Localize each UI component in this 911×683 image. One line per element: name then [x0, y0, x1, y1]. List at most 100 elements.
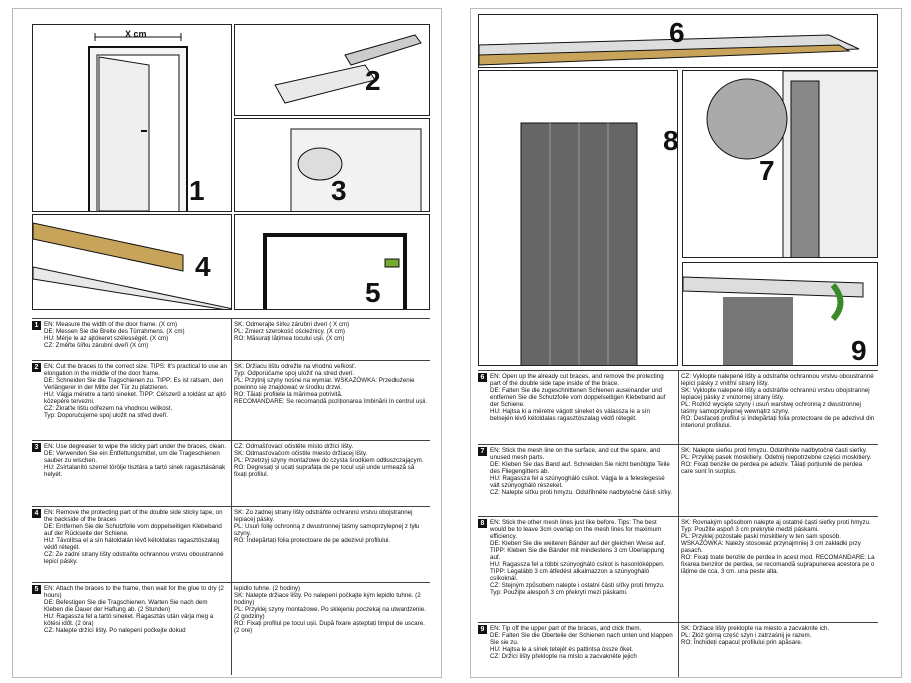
- translation-line: SK: Držiace lišty preklopte na miesto a …: [681, 625, 830, 632]
- figure-number: 2: [365, 65, 381, 96]
- translation-line: SK: Zo zadnej strany lišty odstráňte och…: [234, 509, 413, 523]
- figure-number: 7: [759, 155, 775, 186]
- translation-line: PL: Złóż górną część szyn i zatrzaśnij j…: [681, 632, 812, 639]
- figure-open-braces: 6: [478, 14, 878, 68]
- curtain-illustration: [520, 122, 638, 365]
- translation-line: EN: Open up the already cut braces, and …: [490, 373, 664, 387]
- translation-line: DE: Kleben Sie die weiteren Bänder auf d…: [490, 540, 666, 561]
- translation-line: CZ: Držící lišty překlopte na místo a za…: [490, 653, 637, 660]
- translation-line: RO: Măsurați lățimea tocului ușii. (X cm…: [234, 335, 345, 342]
- translation-line: RO: Degresați și ucați suprafața de pe t…: [234, 464, 415, 478]
- figure-stick-mesh: 7: [682, 70, 878, 258]
- column-divider: [678, 623, 679, 677]
- translation-line: DE: Falten Sie die Oberteile der Schiene…: [490, 632, 673, 646]
- translation-line: PL: Rozłóż wycięte szyny i usuń warstwę …: [681, 401, 861, 415]
- frame-illustration: [263, 233, 407, 309]
- step-number-badge: 2: [32, 363, 41, 372]
- figure-number: 5: [365, 277, 381, 308]
- translation-line: EN: Stick the mesh line on the surface, …: [490, 447, 660, 461]
- translation-line: EN: Measure the width of the door frame.…: [44, 321, 178, 328]
- step-text-left: EN: Remove the protecting part of the do…: [44, 509, 227, 582]
- translation-line: PL: Przytnij szyny nośne na wymiar. WSKA…: [234, 377, 415, 391]
- translation-line: DE: Schneiden Sie die Tragschienen zu. T…: [44, 377, 224, 391]
- translation-line: EN: Remove the protecting part of the do…: [44, 509, 223, 523]
- step-text-left: EN: Tip off the upper part of the braces…: [490, 625, 674, 676]
- translation-line: DE: Kleben Sie das Band auf. Schneiden S…: [490, 461, 670, 475]
- translation-line: RO: Fixați benzile de perdea pe adeziv. …: [681, 461, 863, 475]
- saw-illustration: [274, 34, 422, 104]
- column-divider: [678, 517, 679, 623]
- tape-illustration: [33, 222, 231, 309]
- translation-line: HU: Vágja méretre a tartó sineket. TIPP:…: [44, 391, 226, 405]
- figure-attach-frame: 5: [234, 214, 430, 310]
- step-text-right: SK: Rovnakým spôsobom nalepte aj ostatné…: [681, 519, 875, 622]
- figure-door-measure: X cm 1: [32, 24, 232, 212]
- translation-line: SK: Rovnakým spôsobom nalepte aj ostatné…: [681, 519, 871, 533]
- translation-line: Typ: Doporučujeme spoj uložit na střed d…: [44, 412, 169, 419]
- figure-number: 6: [669, 17, 685, 48]
- width-label: X cm: [125, 29, 147, 39]
- translation-line: CZ: Odmašťovací očistěte místo držící li…: [234, 443, 354, 450]
- translation-line: EN: Cut the braces to the correct size. …: [44, 363, 227, 377]
- step-number-badge: 3: [32, 443, 41, 452]
- translation-line: RO: Închideți capacul profilului prin ap…: [681, 639, 803, 646]
- step-number-badge: 5: [32, 585, 41, 594]
- column-divider: [231, 507, 232, 583]
- translation-line: DE: Verwenden Sie ein Entfettungsmittel,…: [44, 450, 220, 464]
- translation-line: HU: Hajtsa le a sínek tetejét és pattint…: [490, 646, 634, 653]
- figure-number: 9: [851, 335, 867, 366]
- door-illustration: [88, 33, 188, 211]
- step-text-right: SK: Držiacu lištu odrežte na vhodnú veľk…: [234, 363, 427, 440]
- translation-line: HU: Ragassza fel a szúnyogháló csíkot. V…: [490, 475, 665, 489]
- translation-line: RO: Desfaceți profilul și îndepărtați fo…: [681, 415, 875, 429]
- click-illustration: [683, 276, 864, 365]
- translation-line: DE: Befestigen Sie die Tragschienen. War…: [44, 599, 208, 613]
- translation-line: PL: Zmierz szerokość ościeżnicy. (X cm): [234, 328, 345, 335]
- figure-cut-braces: 2: [234, 24, 430, 116]
- step-text-right: SK: Držiace lišty preklopte na miesto a …: [681, 625, 875, 676]
- figure-click-braces: 9: [682, 262, 878, 366]
- step-number-badge: 4: [32, 509, 41, 518]
- translation-line: HU: Zsírtalanító szerrel törölje tisztár…: [44, 464, 226, 478]
- translation-line: PL: Usuń folię ochronną z dwustronnej ta…: [234, 523, 420, 537]
- translation-line: HU: Hajtsa ki a méretre vágott sineket é…: [490, 408, 650, 422]
- translation-line: CZ: Ze zadní strany lišty odstraňte ochr…: [44, 551, 224, 565]
- step-text-right: CZ: Odmašťovací očistěte místo držící li…: [234, 443, 427, 506]
- step-number-badge: 7: [478, 447, 487, 456]
- step-text-left: EN: Use degreaser to wipe the sticky par…: [44, 443, 227, 506]
- translation-line: CZ: Nalepte síťku proti hmyzu. Odstřihně…: [490, 489, 672, 496]
- wipe-illustration: [290, 128, 422, 211]
- translation-line: PL: Przyklej szyny montażowe. Po sklejen…: [234, 606, 426, 620]
- figure-number: 8: [663, 125, 678, 156]
- step-text-left: EN: Measure the width of the door frame.…: [44, 321, 227, 360]
- step-number-badge: 9: [478, 625, 487, 634]
- translation-line: RO: Fixați toate benzile de perdea în ac…: [681, 554, 875, 575]
- column-divider: [678, 445, 679, 517]
- figure-number: 1: [189, 175, 205, 206]
- translation-line: RECOMANDARE: Se recomandă poziționarea î…: [234, 398, 427, 405]
- step-text-left: EN: Attach the braces to the frame, then…: [44, 585, 227, 674]
- brace-illustration: [479, 34, 860, 66]
- translation-line: CZ: Změřte šířku zárubní dveří (X cm): [44, 342, 149, 349]
- translation-line: EN: Stick the other mesh lines just like…: [490, 519, 662, 540]
- step-number-badge: 8: [478, 519, 487, 528]
- mesh-cut-illustration: [706, 71, 877, 257]
- step-number-badge: 6: [478, 373, 487, 382]
- step-text-right: CZ: Vyklopte nalepené lišty a odstraňte …: [681, 373, 875, 444]
- figure-degrease: 3: [234, 118, 430, 212]
- translation-line: CZ: Stejným způsobem nalepte i ostatní č…: [490, 582, 665, 596]
- step-text-left: EN: Stick the other mesh lines just like…: [490, 519, 674, 622]
- translation-line: PL: Przetrzyj szyny montażowe do czysta …: [234, 457, 424, 464]
- figure-number: 4: [195, 251, 211, 282]
- translation-line: SK: Držiacu lištu odrežte na vhodnú veľk…: [234, 363, 357, 370]
